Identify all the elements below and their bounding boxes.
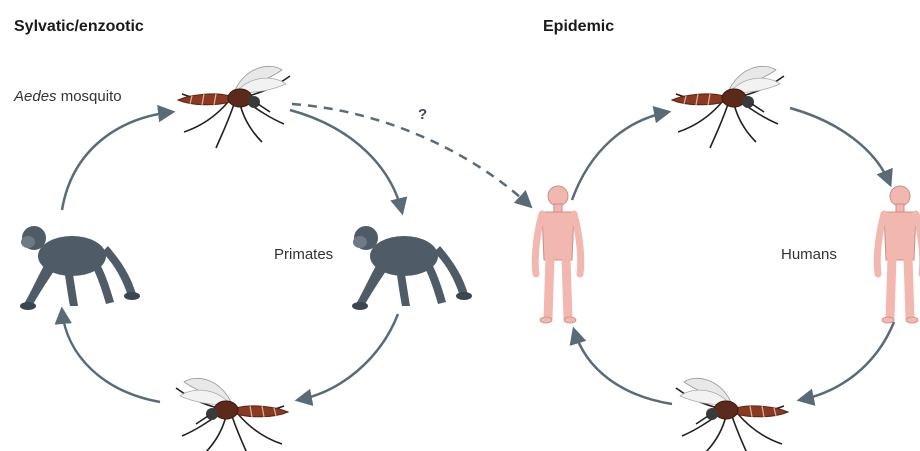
arrow-primates-to-bottom-mosquito: [298, 314, 398, 400]
arrow-bottom-mosquito-to-human: [574, 330, 672, 404]
sylvatic-bottom-mosquito-icon: [176, 378, 288, 451]
epidemic-bottom-mosquito-icon: [676, 378, 788, 451]
epidemic-top-mosquito-icon: [672, 66, 784, 148]
arrow-top-mosquito-to-humans: [790, 108, 890, 184]
epidemic-left-human-icon: [535, 186, 581, 323]
arrow-bottom-mosquito-to-ape: [62, 310, 160, 402]
sylvatic-left-primate-icon: [20, 226, 140, 310]
sylvatic-top-mosquito-icon: [178, 66, 290, 148]
spillover-dashed-arrow: [292, 104, 530, 206]
epidemic-right-human-icon: [877, 186, 920, 323]
arrow-humans-to-bottom-mosquito: [800, 322, 894, 400]
arrow-top-mosquito-to-primates: [290, 110, 402, 212]
arrow-human-to-top-mosquito: [572, 112, 668, 200]
arrow-ape-to-top-mosquito: [62, 112, 172, 210]
sylvatic-right-primate-icon: [352, 226, 472, 310]
